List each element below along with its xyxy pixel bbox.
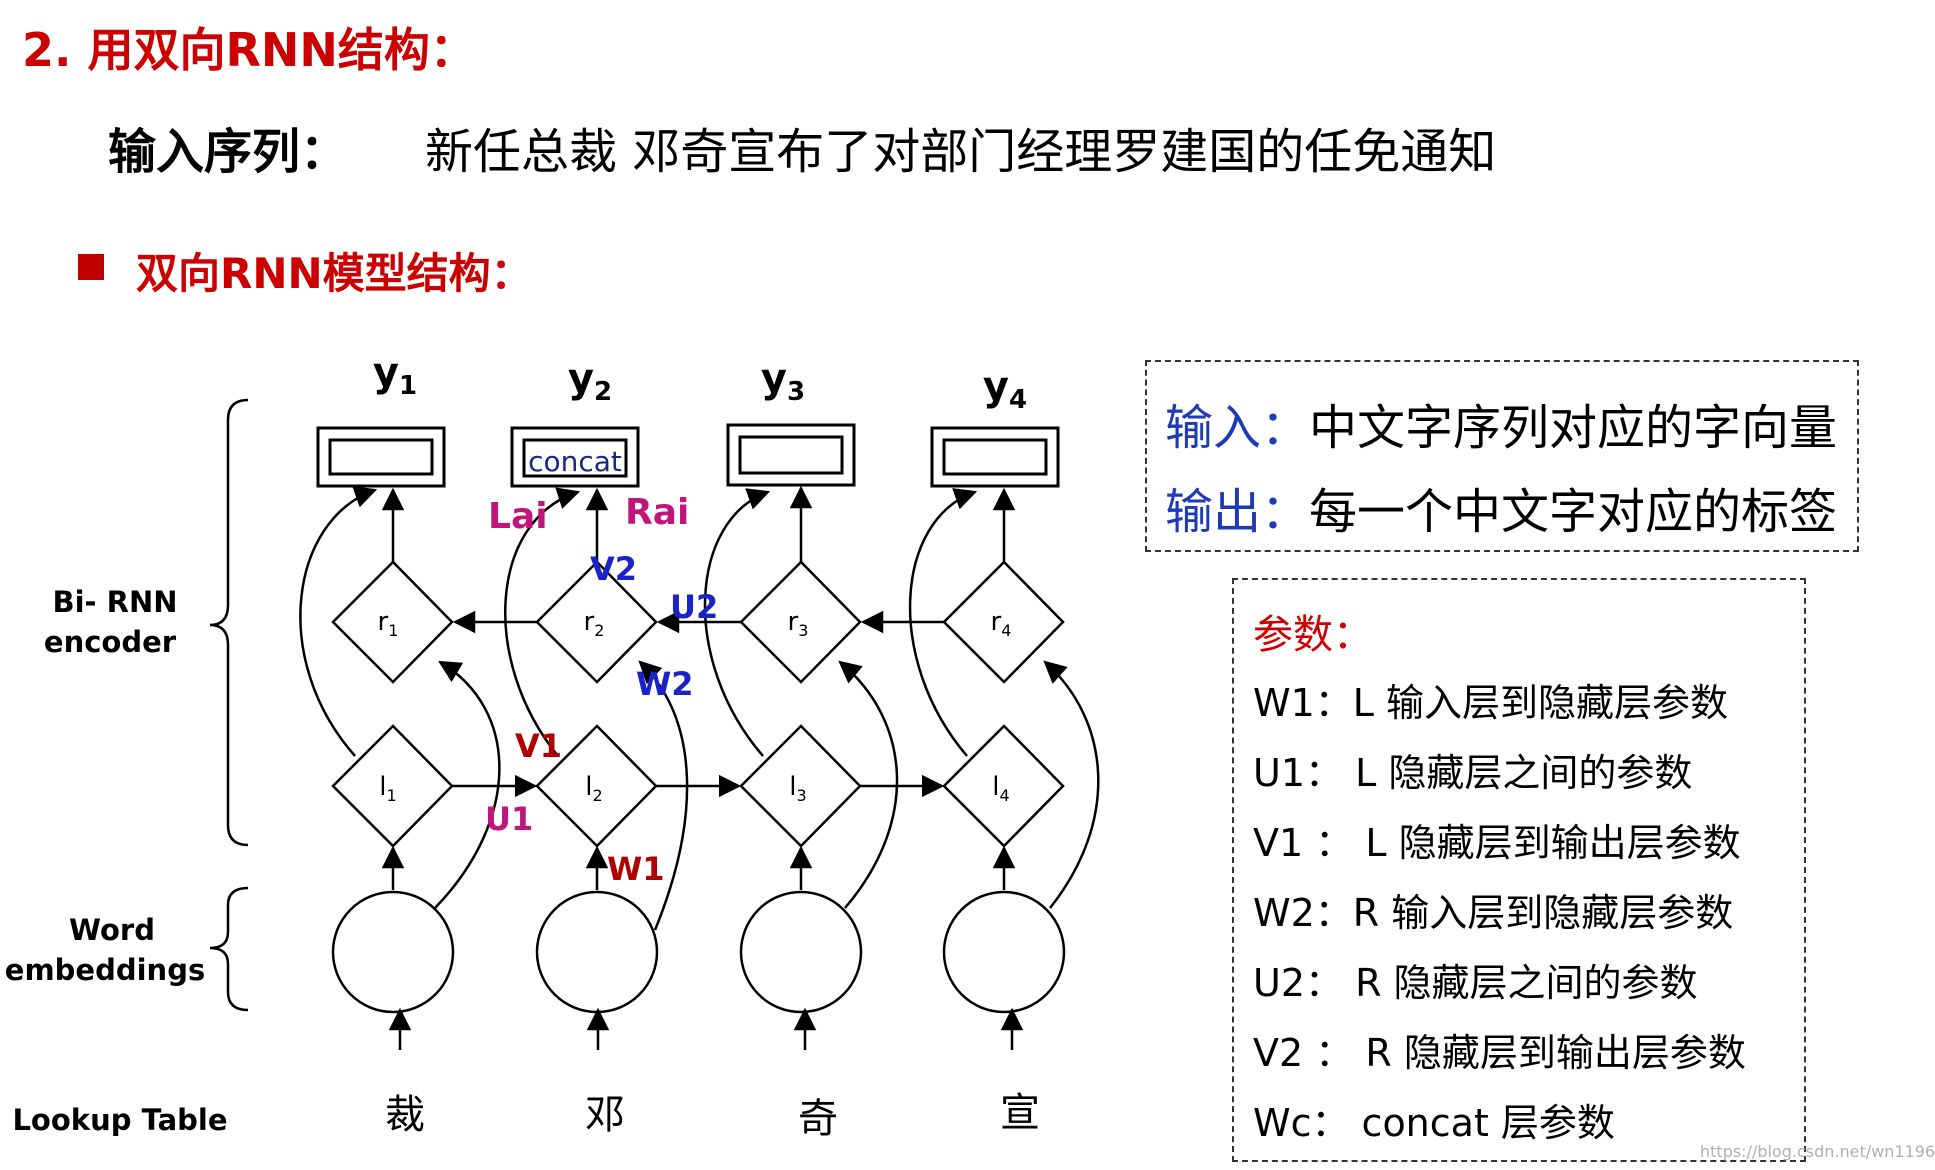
- param-line-u2: U2： R 隐藏层之间的参数: [1253, 961, 1698, 1005]
- right-node-r1-label: r1: [378, 607, 399, 640]
- left-node-l3-label: l3: [789, 772, 806, 805]
- watermark-text: https://blog.csdn.net/wn1196: [1700, 1142, 1935, 1161]
- embed-to-right-arrows: [434, 660, 1100, 931]
- right-node-r1: [331, 560, 454, 684]
- output-box-3: [726, 423, 856, 487]
- embeddings-brace: [209, 886, 249, 1012]
- output-box-1: [316, 426, 446, 488]
- left-node-l1-label: l1: [379, 772, 396, 805]
- input-char-2: 邓: [585, 1092, 625, 1138]
- page-heading: 2. 用双向RNN结构：: [22, 23, 476, 77]
- left-node-l2-label: l2: [585, 772, 602, 805]
- concat-label: concat: [528, 445, 622, 478]
- input-sequence-label: 输入序列：: [108, 124, 349, 180]
- io-output-key: 输出：: [1165, 484, 1310, 540]
- edge-label-v1: V1: [515, 727, 562, 765]
- right-node-r4-label: r4: [991, 607, 1012, 640]
- right-node-r4: [942, 560, 1065, 684]
- birnn-label-line2: encoder: [44, 625, 177, 659]
- embeddings-label-line2: embeddings: [5, 953, 205, 987]
- io-input-value: 中文字序列对应的字向量: [1309, 400, 1838, 456]
- io-input-key: 输入：: [1165, 400, 1310, 456]
- output-label-2: y2: [568, 356, 612, 407]
- right-node-r2-label: r2: [584, 607, 605, 640]
- param-line-v2: V2 ： R 隐藏层到输出层参数: [1253, 1031, 1746, 1075]
- output-box-2: [510, 426, 640, 488]
- birnn-label-line1: Bi- RNN: [52, 585, 177, 619]
- param-line-u1: U1： L 隐藏层之间的参数: [1253, 751, 1693, 795]
- birnn-brace: [209, 398, 249, 847]
- parameters-box: [1232, 578, 1806, 1162]
- edge-label-v2: V2: [590, 550, 637, 588]
- output-box-4: [930, 426, 1060, 488]
- embed-to-left-arrows: [381, 845, 1016, 890]
- left-node-l4-label: l4: [992, 772, 1009, 805]
- lookup-table-label: Lookup Table: [12, 1103, 227, 1137]
- square-bullet-icon: [78, 254, 104, 280]
- io-input-line: 输入：中文字序列对应的字向量: [1165, 388, 1837, 458]
- embeddings-label-line1: Word: [69, 913, 155, 947]
- edge-label-w2: W2: [636, 665, 694, 703]
- embedding-circle-3: [739, 890, 863, 1014]
- io-output-value: 每一个中文字对应的标签: [1309, 484, 1838, 540]
- embedding-circle-1: [331, 890, 455, 1014]
- input-sequence-text: 新任总裁 邓奇宣布了对部门经理罗建国的任免通知: [425, 124, 1497, 180]
- parameters-title: 参数：: [1253, 612, 1373, 658]
- right-node-r3-label: r3: [788, 607, 809, 640]
- input-char-3: 奇: [798, 1096, 838, 1142]
- section-title: 双向RNN模型结构：: [136, 249, 533, 298]
- edge-label-rai: Rai: [625, 492, 689, 533]
- output-label-3: y3: [761, 356, 805, 407]
- edge-label-lai: Lai: [488, 496, 548, 537]
- edge-label-u2: U2: [670, 588, 718, 626]
- birnn-diagram: Bi- RNN encoder Word embeddings Lookup T…: [5, 350, 1100, 1142]
- embedding-circle-4: [942, 890, 1066, 1014]
- right-node-r2: [535, 560, 658, 684]
- left-to-output-arrows: [299, 486, 978, 757]
- embedding-circle-2: [535, 890, 659, 1014]
- right-node-r3: [739, 560, 862, 684]
- param-line-w2: W2：R 输入层到隐藏层参数: [1253, 891, 1734, 935]
- output-label-4: y4: [983, 364, 1027, 415]
- param-line-w1: W1：L 输入层到隐藏层参数: [1253, 681, 1729, 725]
- io-description-box: [1145, 360, 1859, 552]
- right-to-output-arrows: [381, 485, 1016, 562]
- input-arrows: [388, 1007, 1024, 1050]
- edge-label-u1: U1: [485, 800, 533, 838]
- param-line-v1: V1 ： L 隐藏层到输出层参数: [1253, 821, 1741, 865]
- edge-label-w1: W1: [607, 850, 665, 888]
- input-char-1: 裁: [385, 1092, 425, 1138]
- io-output-line: 输出：每一个中文字对应的标签: [1165, 472, 1837, 542]
- output-label-1: y1: [373, 350, 417, 401]
- input-char-4: 宣: [1000, 1090, 1040, 1136]
- param-line-wc: Wc： concat 层参数: [1253, 1101, 1615, 1145]
